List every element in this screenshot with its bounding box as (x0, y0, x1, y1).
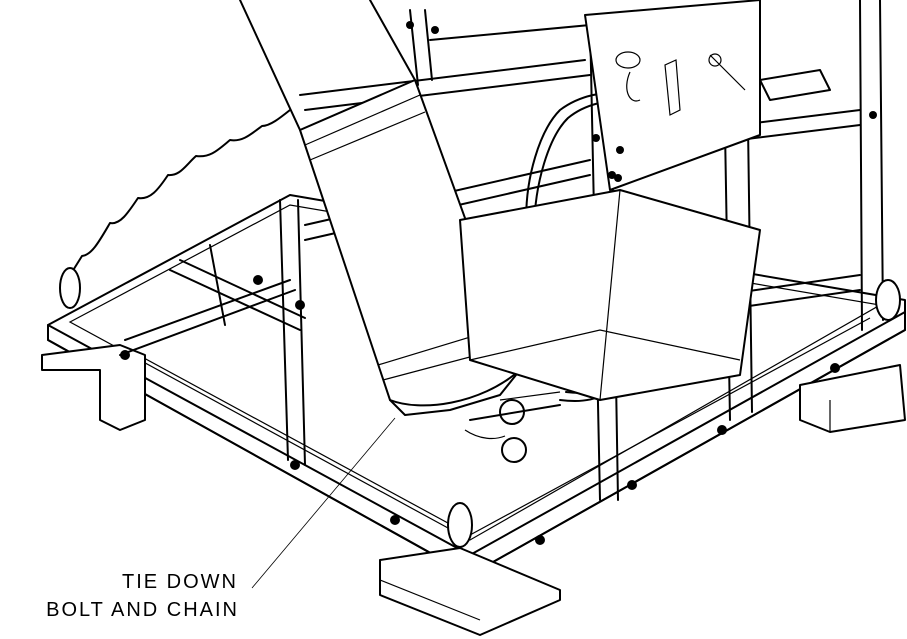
control-panel (584, 0, 831, 191)
regulator-assembly (464, 391, 561, 463)
lifting-rings (59, 267, 901, 548)
callout-leader (251, 417, 396, 589)
tie-down-chain (71, 109, 291, 273)
callout-text-line1: TIE DOWN (122, 571, 238, 593)
storage-box (459, 189, 761, 401)
callout-text-line2: BOLT AND CHAIN (46, 599, 239, 621)
bolts (120, 21, 877, 545)
